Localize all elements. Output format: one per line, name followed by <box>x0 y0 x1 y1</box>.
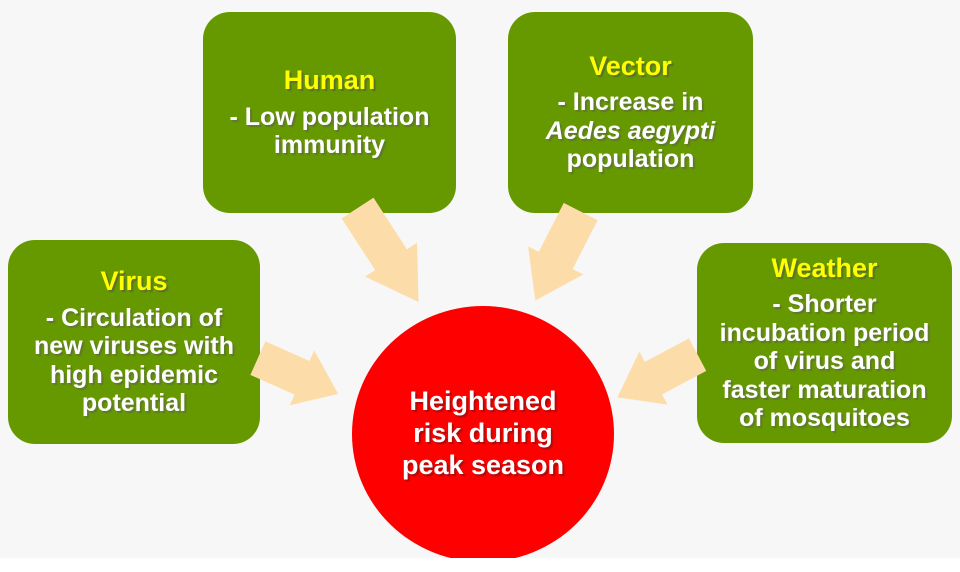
human-to-center-arrow-icon <box>332 191 445 319</box>
heightened-risk-circle: Heightened risk during peak season <box>352 306 614 562</box>
weather-body-line: faster maturation <box>722 375 927 404</box>
virus-to-center-arrow-icon <box>246 331 351 422</box>
weather-body-line: - Shorter <box>772 290 877 319</box>
factor-box-virus: Virus - Circulation of new viruses with … <box>8 240 260 444</box>
factor-box-vector: Vector - Increase in Aedes aegypti popul… <box>508 12 753 213</box>
weather-body-line: of virus and <box>753 347 896 376</box>
vector-title: Vector <box>589 51 672 82</box>
weather-body-line: of mosquitoes <box>739 404 910 433</box>
weather-body-line: incubation period <box>719 318 930 347</box>
human-body-line: immunity <box>273 131 386 160</box>
center-circle-text: Heightened risk during peak season <box>402 386 564 482</box>
virus-body-line: - Circulation of <box>45 303 223 332</box>
vector-body-line-species: Aedes aegypti <box>545 116 716 145</box>
weather-title: Weather <box>771 253 878 284</box>
human-body-line: - Low population <box>229 102 430 131</box>
vector-body-line: - Increase in <box>557 88 704 117</box>
vector-body: - Increase in Aedes aegypti population <box>546 88 716 174</box>
virus-body-line: new viruses with <box>33 332 235 361</box>
virus-title: Virus <box>100 266 168 297</box>
weather-body: - Shorter incubation period of virus and… <box>720 290 930 433</box>
vector-to-center-arrow-icon <box>508 197 609 314</box>
factor-box-weather: Weather - Shorter incubation period of v… <box>697 243 952 443</box>
virus-body: - Circulation of new viruses with high e… <box>34 304 234 418</box>
virus-body-line: high epidemic <box>49 360 219 389</box>
human-title: Human <box>283 65 376 96</box>
weather-to-center-arrow-icon <box>603 328 712 424</box>
factor-box-human: Human - Low population immunity <box>203 12 456 213</box>
vector-body-line: population <box>566 145 695 174</box>
bottom-edge-strip <box>0 558 960 572</box>
center-line: risk during <box>413 418 553 449</box>
center-line: peak season <box>401 449 565 480</box>
virus-body-line: potential <box>81 389 187 418</box>
human-body: - Low population immunity <box>230 103 430 160</box>
center-line: Heightened <box>409 386 557 417</box>
